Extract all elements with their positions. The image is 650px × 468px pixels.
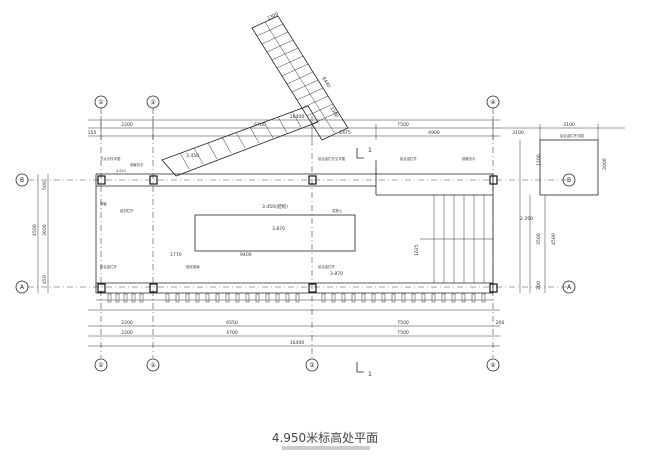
columns	[97, 175, 498, 293]
level-3450-struct: 3.450(结构)	[262, 203, 288, 210]
note-alu-rail-detail: 铝合金栏杆见详图	[318, 156, 346, 161]
note-alu-rail-c: 铝合金栏杆	[318, 264, 336, 269]
dim-1770: 1770	[170, 252, 182, 258]
dim-top-4900: 4900	[428, 130, 440, 136]
bottom-dimensions: 2200 6550 7500 200 2200 4700 7500 16400	[88, 309, 505, 347]
axis-lines-vertical	[100, 108, 494, 358]
dim-bot-2200b: 2200	[121, 330, 133, 336]
right-stair: 2.350	[420, 195, 533, 283]
axis-label-A-right: A	[567, 284, 572, 291]
lower-stair: 3.450	[161, 105, 319, 177]
level-3870b: 3.870	[330, 271, 343, 277]
dim-top-2475: 2475	[339, 130, 351, 136]
axis-lines-horizontal: B A B A	[15, 173, 576, 294]
dim-top-3100: 3100	[512, 130, 524, 136]
axis-bubbles-top: ① ② ④	[94, 95, 500, 109]
upper-stair: 1300 8440 1300	[251, 11, 349, 141]
dim-right-1625: 1625	[414, 244, 420, 256]
top-dimensions: 2200 6700 16400 2475 7500 4900 3100 150 …	[88, 114, 625, 140]
dim-top-7500: 7500	[397, 122, 409, 128]
axis-label-1-bottom: ①	[98, 362, 103, 369]
dim-right-1200: 1200	[536, 154, 542, 166]
lower-stair-treads	[179, 110, 302, 170]
dim-top-16400: 16400	[290, 114, 305, 120]
left-dimensions: 4500 3600 450 500	[32, 174, 49, 293]
dim-left-500: 500	[42, 181, 48, 190]
level-3450: 3.450	[186, 153, 199, 159]
axis-label-2-top: ②	[150, 99, 156, 106]
axis-label-3-bottom: ③	[309, 362, 314, 369]
level-3870: 3.870	[272, 226, 285, 232]
note-handrail-b: 钢管扶手	[462, 156, 476, 161]
axis-label-B-right: B	[567, 177, 571, 184]
section-mark-bottom: 1	[368, 371, 372, 378]
main-deck: 3.450(结构) 3.870	[95, 160, 494, 294]
dim-stair-1300b: 1300	[328, 106, 339, 119]
section-marks: 1 1	[356, 147, 372, 378]
axis-label-B-left: B	[20, 177, 24, 184]
note-alu-rail: 铝合金栏杆	[100, 264, 118, 269]
section-mark-top: 1	[368, 147, 372, 154]
dim-top-2200: 2200	[121, 122, 133, 128]
dim-top-3100b: 3100	[563, 122, 575, 128]
dim-stair-1300a: 1300	[266, 11, 279, 21]
dim-4620: 4.620	[116, 169, 126, 173]
note-steel: 钢管	[100, 201, 107, 206]
dim-left-4500: 4500	[32, 224, 38, 236]
axis-bubbles-bottom: ① ② ③ ④	[94, 358, 500, 372]
dim-right-200: 200	[536, 281, 542, 290]
dim-right-3500: 3500	[536, 233, 542, 245]
annotations: 4.620 1770 9400 3.870 节点大样详图 钢管 铝材栏杆 钢管扶…	[100, 133, 584, 277]
dim-9400: 9400	[240, 252, 252, 258]
note-alu-rail-b: 铝合金栏杆	[400, 156, 418, 161]
dim-bot-7500a: 7500	[397, 320, 409, 326]
dim-bot-7500b: 7500	[397, 330, 409, 336]
dim-bot-4700: 4700	[226, 330, 238, 336]
dim-left-450: 450	[42, 275, 48, 284]
axis-label-1-top: ①	[98, 99, 103, 106]
axis-label-A-left: A	[20, 284, 25, 291]
axis-label-4-top: ④	[490, 99, 495, 106]
dim-top-6700: 6700	[254, 122, 266, 128]
dim-right-3000: 3000	[602, 158, 608, 170]
level-2350: 2.350	[520, 216, 533, 222]
axis-label-2-bottom: ②	[150, 362, 156, 369]
dim-stair-8440: 8440	[320, 76, 331, 89]
right-annex	[539, 139, 599, 196]
dim-right-4500: 4500	[551, 233, 557, 245]
axis-label-4-bottom: ④	[490, 362, 495, 369]
railing-bottom	[96, 293, 493, 303]
note-detail: 节点大样详图	[100, 156, 121, 161]
right-dimensions: 1200 3000 1625 4500 3500 200	[414, 140, 608, 293]
dim-bot-6550: 6550	[226, 320, 238, 326]
central-void	[194, 214, 356, 252]
dim-bot-16400: 16400	[290, 340, 305, 346]
drawing-title: 4.950米标高处平面	[272, 430, 378, 445]
note-rail-detail: 铝合金栏杆详图	[560, 133, 584, 138]
note-handrail: 钢管扶手	[130, 162, 144, 167]
note-rail: 铝材栏杆	[120, 208, 134, 213]
dim-top-150: 150	[88, 130, 97, 136]
dim-bot-2200a: 2200	[121, 320, 133, 326]
dim-left-3600: 3600	[42, 224, 48, 236]
note-concrete: 混凝土	[332, 208, 343, 213]
note-glass: 钢化玻璃	[186, 264, 200, 269]
dim-bot-200: 200	[496, 320, 505, 326]
